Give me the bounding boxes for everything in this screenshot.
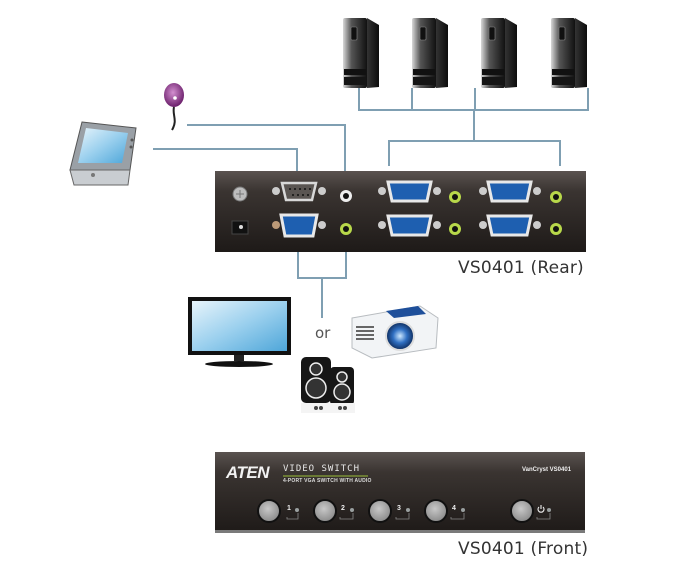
front-button-2[interactable]	[313, 499, 354, 523]
cables	[153, 88, 589, 318]
audio-out-port-icon	[340, 223, 352, 235]
rs232-port-icon	[272, 181, 326, 202]
computer-1-icon	[343, 18, 379, 88]
audio-in-1-icon	[449, 191, 461, 203]
brand-logo: ATEN	[226, 463, 270, 482]
model-label: VanCryst VS0401	[522, 467, 572, 473]
front-button-4-label: 4	[452, 505, 456, 512]
front-button-3-label: 3	[397, 505, 401, 512]
cable-touchpanel-to-rs232	[153, 148, 298, 172]
projector-icon	[351, 305, 439, 359]
computer-4-icon	[551, 18, 587, 88]
vga-in-2-icon	[479, 180, 541, 203]
product-line-label: VIDEO SWITCH	[283, 464, 361, 474]
computer-3-icon	[481, 18, 517, 88]
audio-in-port-icon	[340, 190, 352, 202]
ground-screw-icon	[232, 186, 248, 202]
front-button-2-label: 2	[341, 505, 345, 512]
product-subtitle: 4-PORT VGA SWITCH WITH AUDIO	[283, 478, 372, 484]
rear-panel	[215, 171, 586, 252]
front-button-3[interactable]	[368, 499, 410, 523]
speakers-icon	[301, 357, 355, 413]
front-power-button[interactable]	[510, 499, 551, 523]
audio-in-2-icon	[550, 191, 562, 203]
cable-ir-to-audio	[187, 124, 346, 172]
computer-group	[343, 18, 587, 88]
front-button-1[interactable]	[257, 499, 299, 523]
front-panel-caption: VS0401 (Front)	[458, 539, 589, 559]
front-button-4[interactable]	[424, 499, 465, 523]
vga-out-port-icon	[272, 213, 326, 238]
vga-in-1-icon	[378, 180, 441, 203]
vga-in-4-icon	[479, 214, 541, 237]
rear-panel-caption: VS0401 (Rear)	[458, 258, 584, 278]
cable-computers-bus	[358, 88, 589, 111]
computer-2-icon	[412, 18, 448, 88]
or-label: or	[315, 324, 331, 342]
cable-computers-to-panel	[388, 110, 561, 166]
lcd-display-icon	[188, 297, 291, 367]
front-panel	[215, 452, 585, 533]
front-button-1-label: 1	[287, 505, 291, 512]
audio-in-3-icon	[449, 223, 461, 235]
vga-in-3-icon	[378, 214, 441, 237]
cable-console-out	[297, 248, 347, 318]
power-jack-icon	[231, 220, 249, 235]
touch-panel-icon	[69, 121, 137, 186]
ir-receiver-icon	[164, 83, 184, 131]
power-icon	[537, 505, 545, 513]
audio-in-4-icon	[550, 223, 562, 235]
